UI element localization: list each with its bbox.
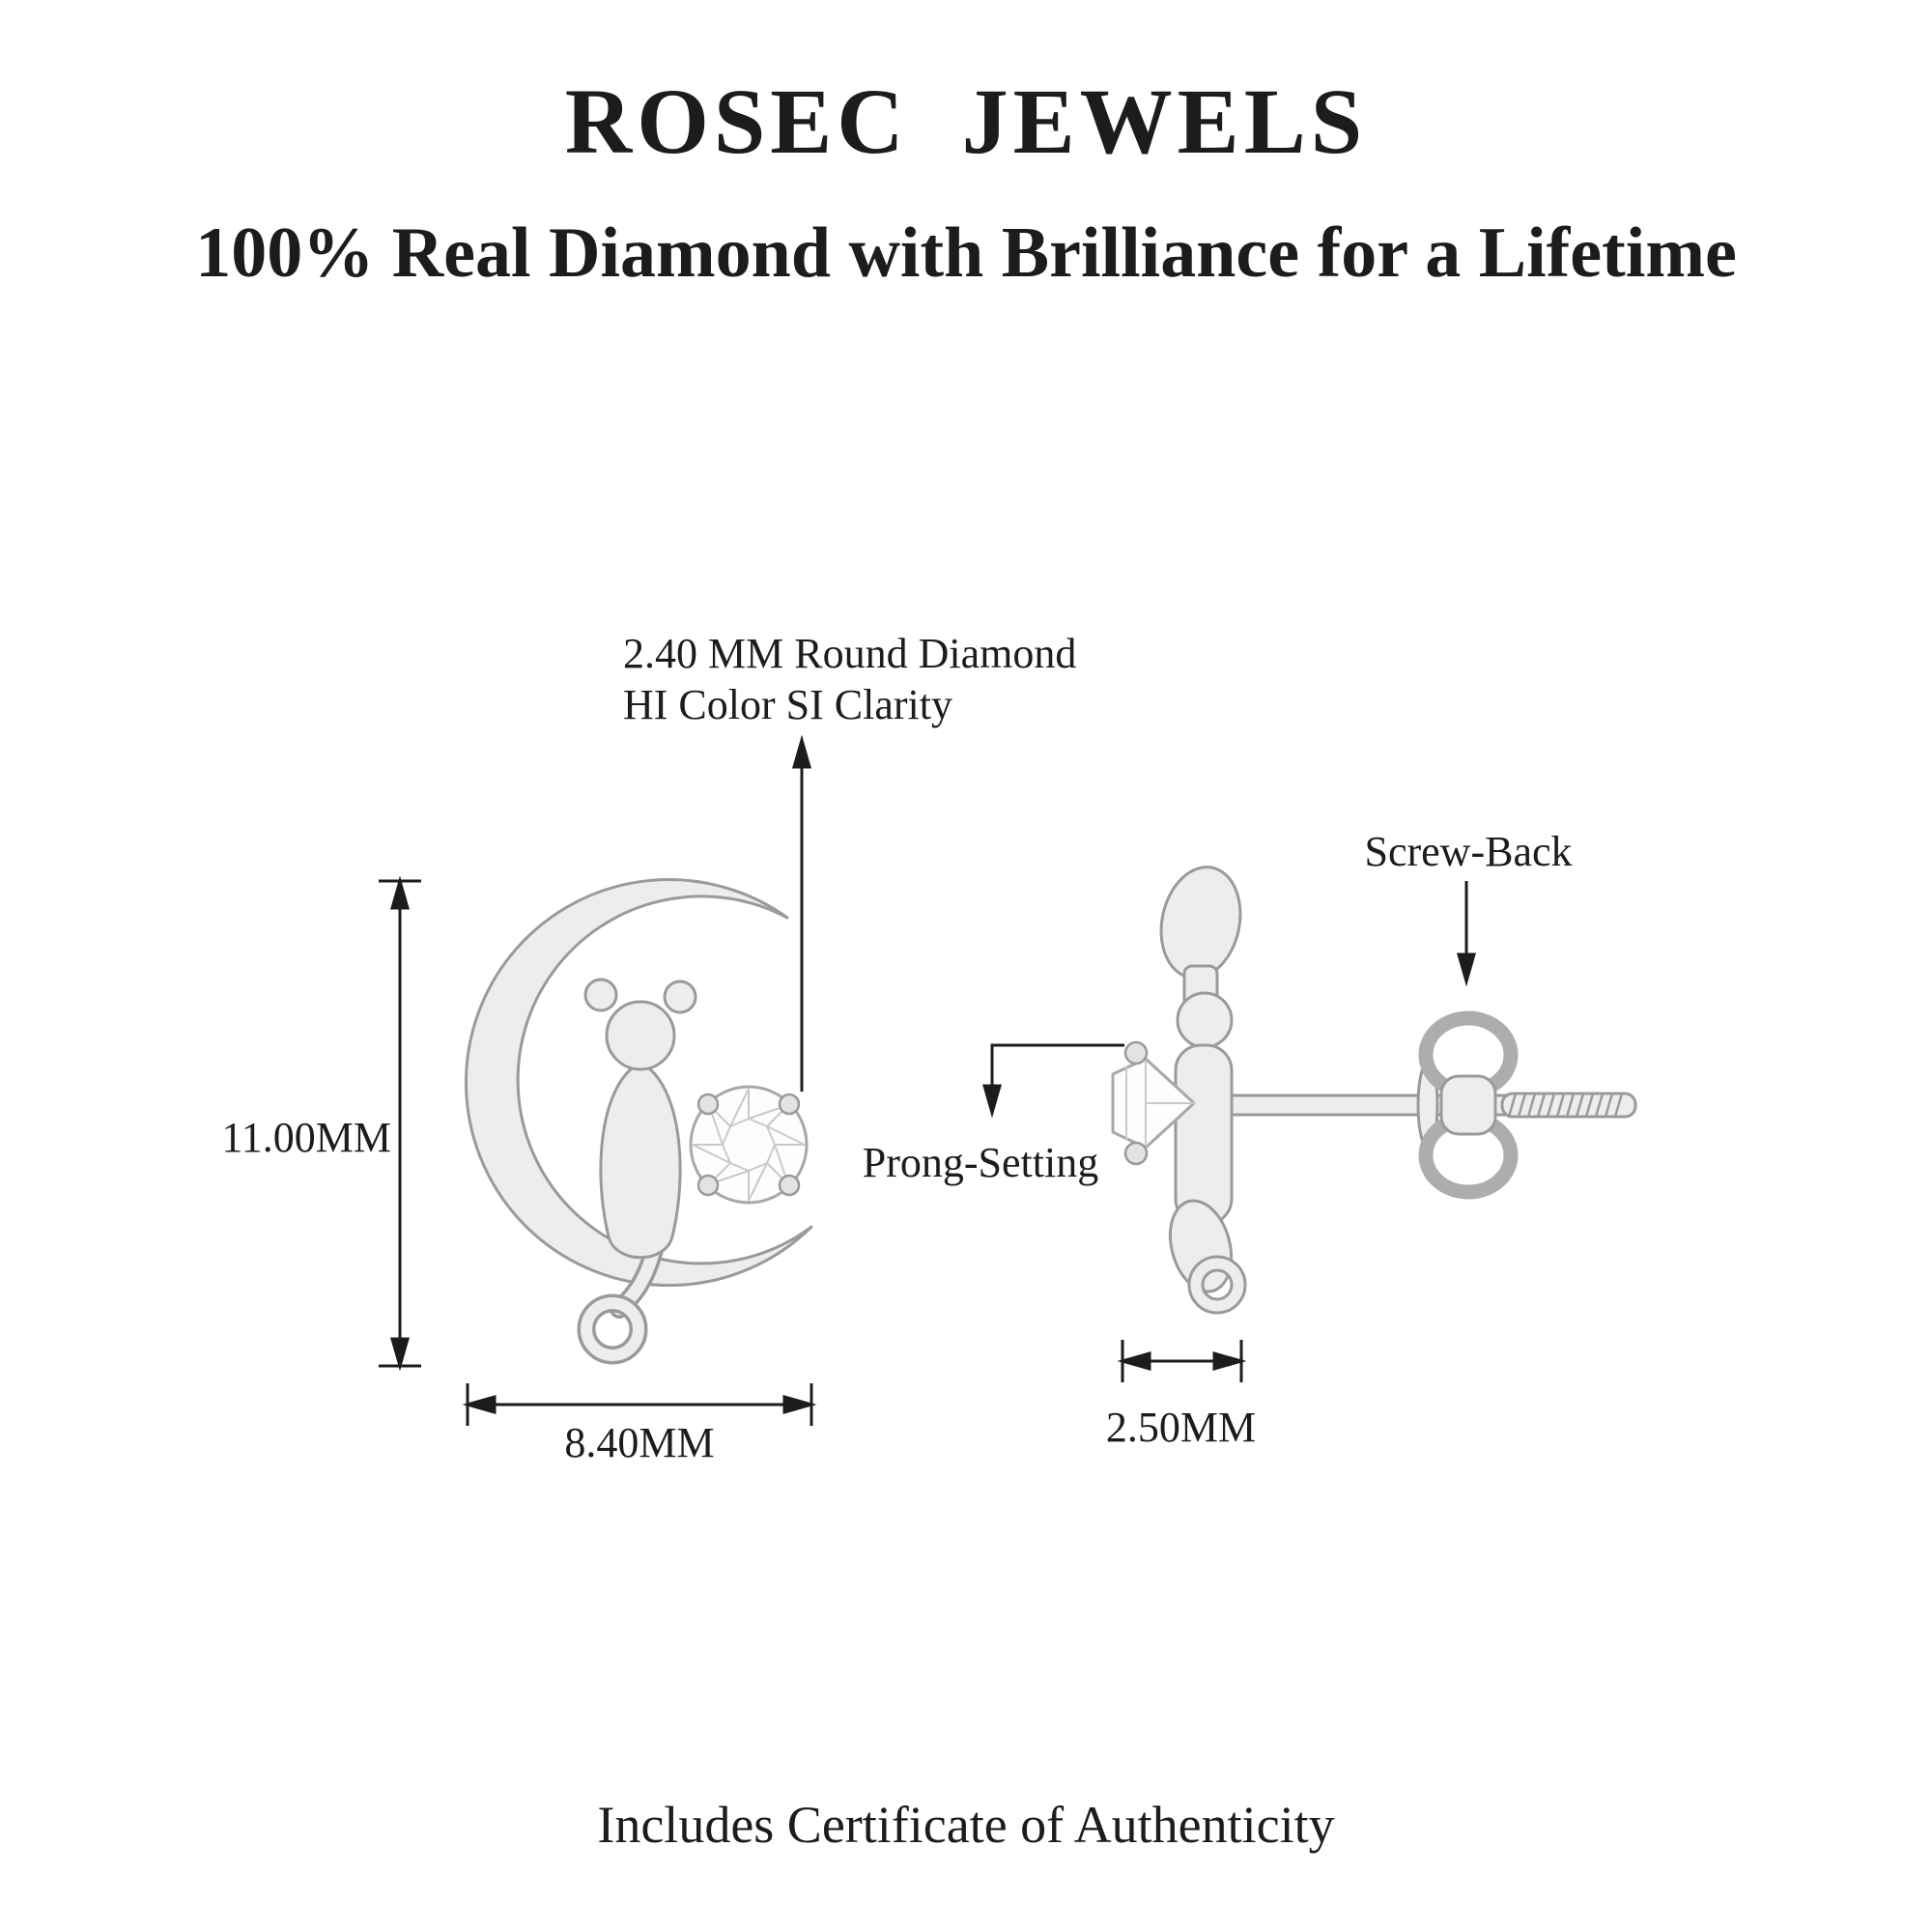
tail-hoop [581,1297,644,1361]
diamond-prongs [696,1093,801,1197]
height-dimension-label: 11.00MM [221,1114,391,1161]
screw-back-label: Screw-Back [1364,828,1573,875]
depth-dimension-label: 2.50MM [1105,1404,1257,1451]
certificate-note: Includes Certificate of Authenticity [597,1796,1335,1854]
diamond-side [1111,1040,1196,1166]
profile-hook [1190,1258,1244,1312]
cat-ear-left [583,978,618,1012]
cat-body [599,1061,682,1260]
crescent-moon [465,878,813,1288]
diamond-spec-line2: HI Color SI Clarity [623,681,952,728]
diamond-spec-callout: 2.40 MM Round Diamond HI Color SI Clarit… [623,628,1076,730]
diamond-side-facets [1125,1058,1195,1149]
brand-title: ROSEC JEWELS [564,70,1368,173]
diamond-spec-line1: 2.40 MM Round Diamond [623,630,1077,677]
cat-ear-right [663,980,697,1014]
depth-dimension-line [1117,1340,1247,1382]
diamond-callout-arrow [792,734,811,1092]
diamond-front [689,1085,809,1205]
earring-profile [1159,866,1242,1293]
width-dimension-label: 8.40MM [564,1419,715,1466]
cat-head [605,1000,676,1071]
screwback-callout-arrow [1457,881,1476,987]
side-view-earring [1111,866,1637,1315]
front-view-earring [465,878,813,1365]
prong-callout-arrow [982,1043,1124,1119]
annotation-lines [379,734,1476,1426]
width-dimension-line [462,1383,817,1426]
tagline: 100% Real Diamond with Brilliance for a … [195,213,1737,293]
diamond-side-prongs [1123,1040,1149,1166]
height-dimension-line [379,875,421,1372]
prong-setting-label: Prong-Setting [862,1139,1099,1186]
screw-back-barrel [1439,1074,1497,1136]
screw-threads [1500,1092,1637,1119]
